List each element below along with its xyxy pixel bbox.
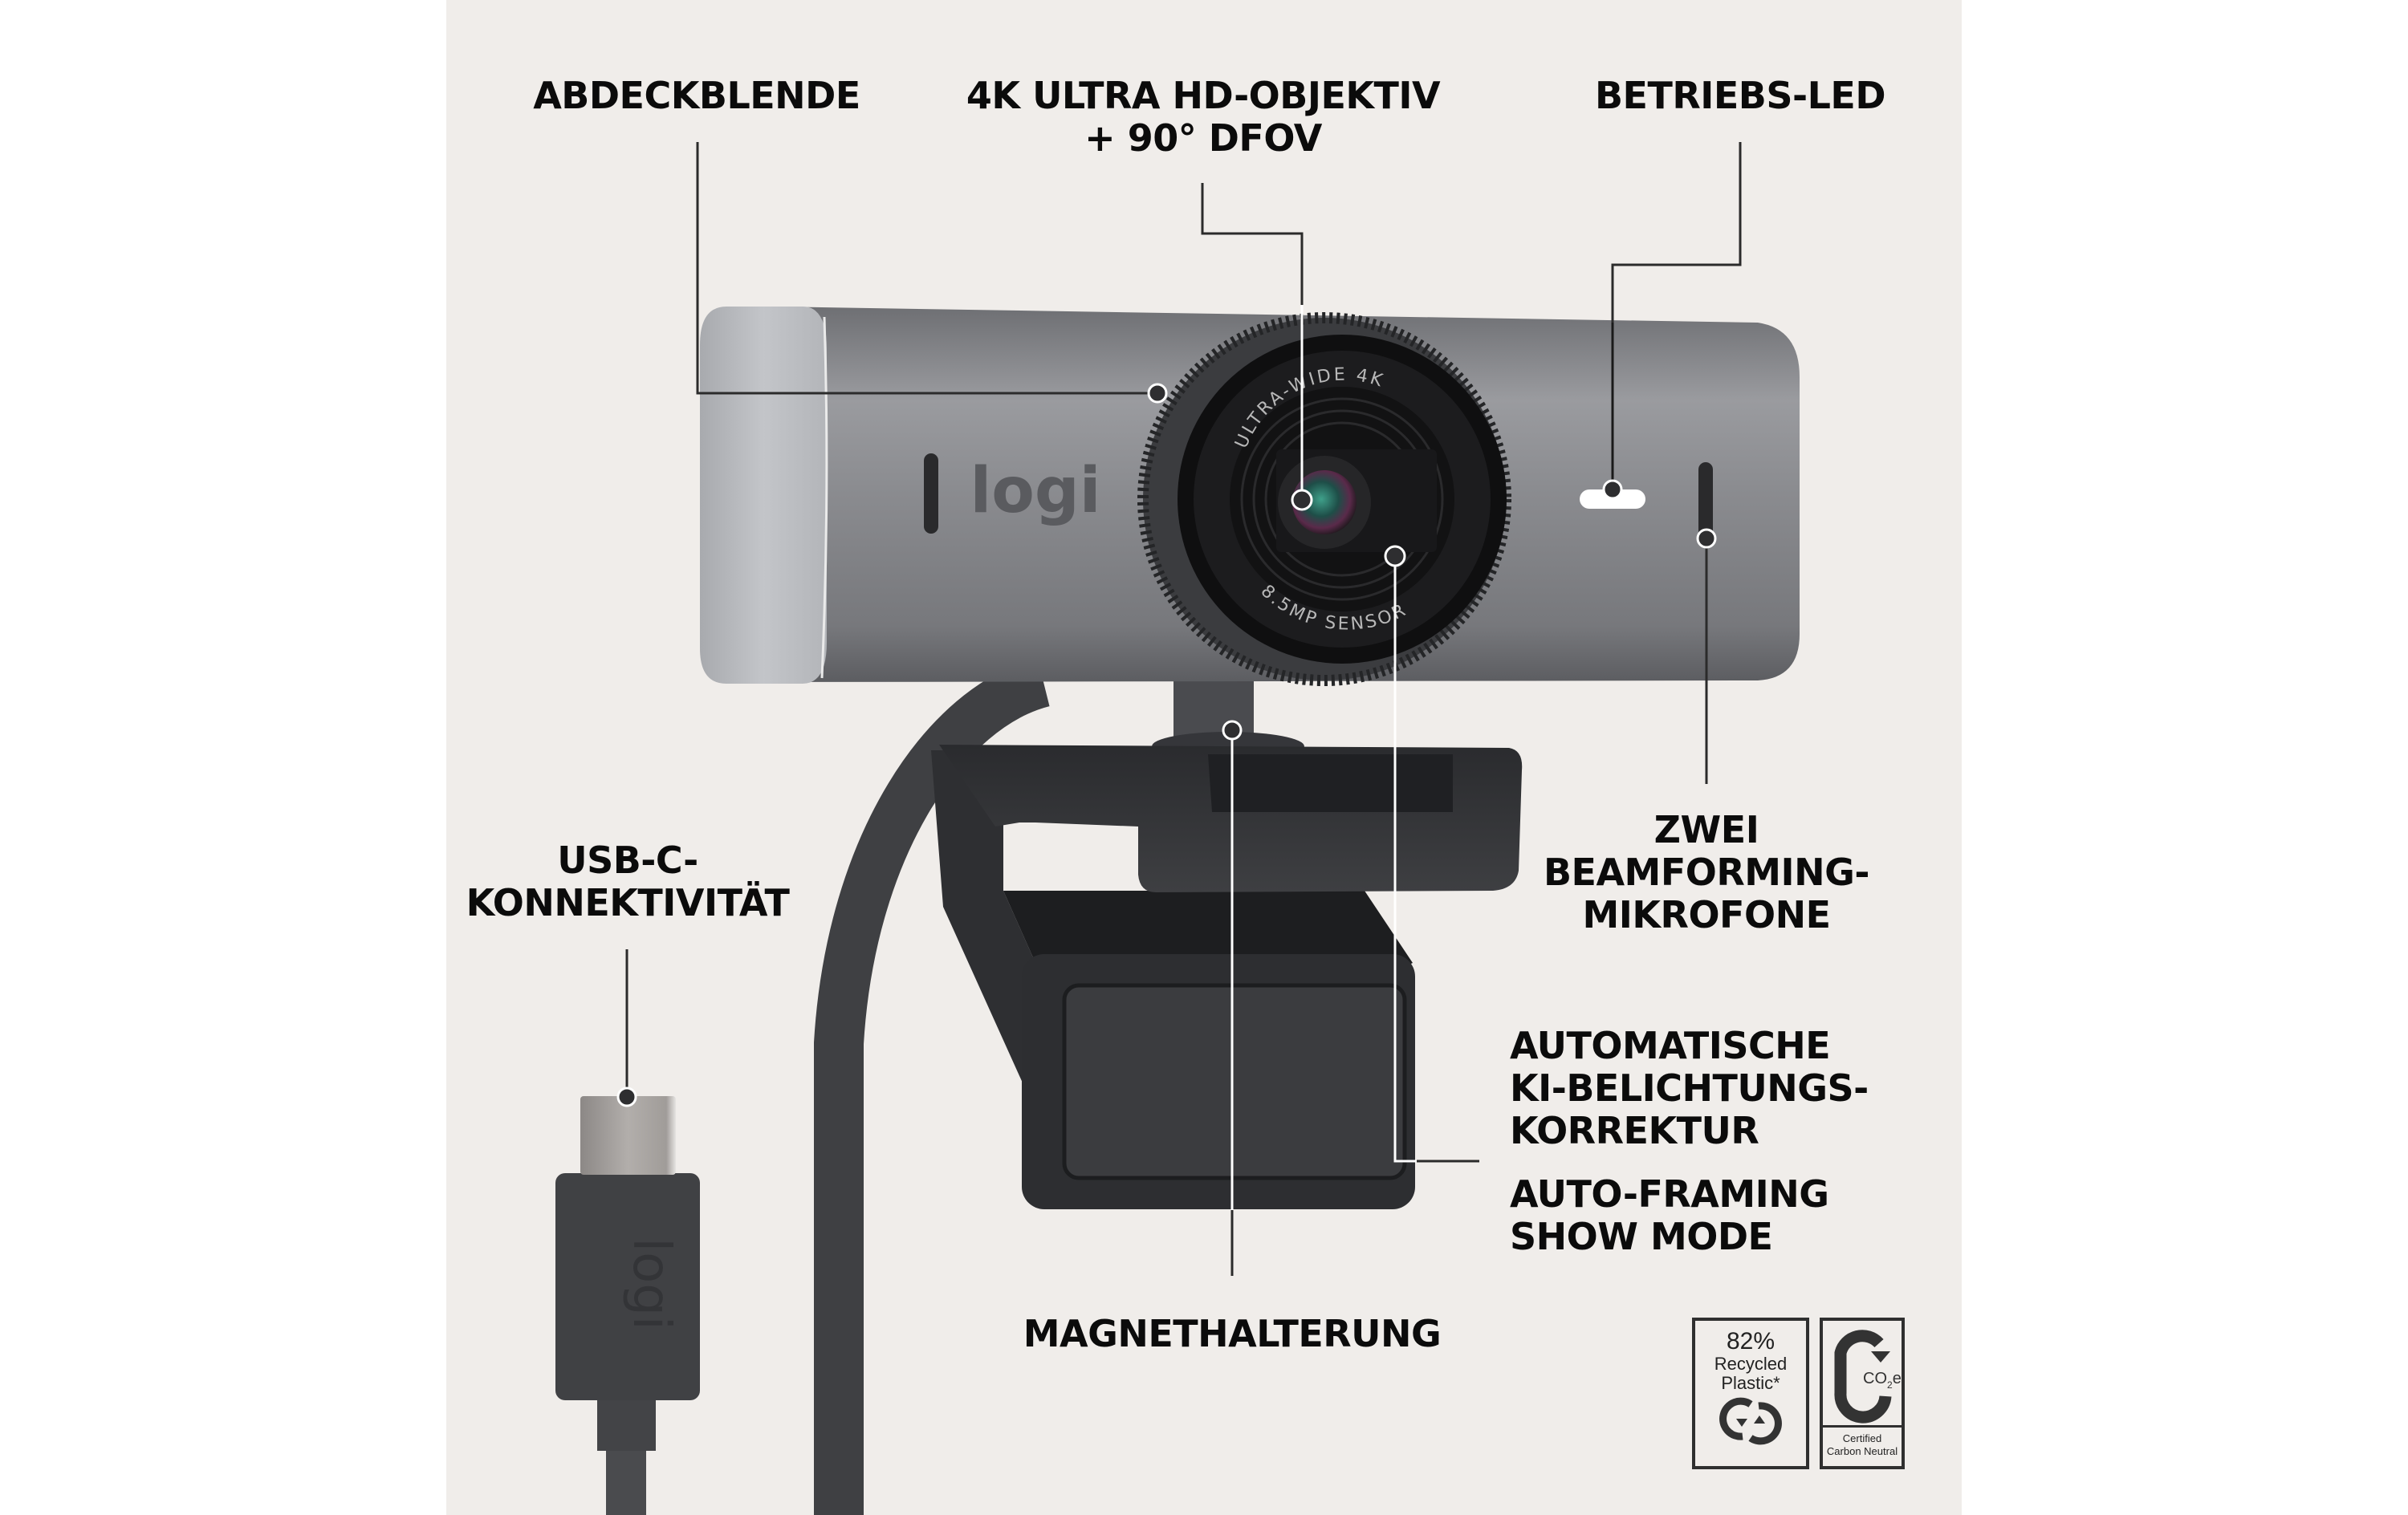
usb-cable bbox=[606, 1448, 646, 1515]
label-usb-c: USB-C- KONNEKTIVITÄT bbox=[466, 839, 790, 924]
recycled-line1: Recycled bbox=[1714, 1354, 1788, 1374]
label-privacy-shutter: ABDECKBLENDE bbox=[533, 74, 860, 117]
carbon-line2: Carbon Neutral bbox=[1826, 1445, 1898, 1457]
label-power-led: BETRIEBS-LED bbox=[1594, 74, 1886, 117]
usb-c-housing bbox=[555, 1173, 700, 1400]
cable bbox=[814, 657, 1051, 1515]
usb-logi-logo: logi bbox=[621, 1237, 681, 1330]
label-magnet-mount: MAGNETHALTERUNG bbox=[1023, 1312, 1442, 1355]
carbon-cycle-icon: CO2e bbox=[1834, 1330, 1902, 1424]
label-auto-framing: AUTO-FRAMING SHOW MODE bbox=[1510, 1172, 1829, 1258]
logi-logo: logi bbox=[970, 455, 1101, 527]
privacy-shutter bbox=[700, 307, 827, 684]
label-microphones: ZWEI BEAMFORMING- MIKROFONE bbox=[1543, 808, 1870, 936]
recycle-arrows-icon bbox=[1719, 1397, 1782, 1445]
recycled-line2: Plastic* bbox=[1721, 1373, 1780, 1393]
usb-c-tip bbox=[580, 1096, 676, 1175]
right-mic-slot bbox=[1698, 462, 1713, 541]
carbon-caption: Certified Carbon Neutral bbox=[1823, 1425, 1902, 1458]
lens-glass bbox=[1292, 470, 1357, 534]
label-exposure: AUTOMATISCHE KI-BELICHTUNGS- KORREKTUR bbox=[1510, 1024, 1869, 1152]
recycled-percent: 82% bbox=[1726, 1328, 1775, 1355]
leader-dots bbox=[616, 383, 1717, 1107]
leader-lines bbox=[625, 142, 1742, 1276]
svg-text:CO2e: CO2e bbox=[1863, 1370, 1902, 1391]
label-lens: 4K ULTRA HD-OBJEKTIV + 90° DFOV bbox=[966, 74, 1441, 160]
badge-carbon-neutral: CO2e Certified Carbon Neutral bbox=[1820, 1318, 1905, 1469]
badge-recycled-plastic: 82% Recycled Plastic* bbox=[1692, 1318, 1809, 1469]
left-mic-slot bbox=[924, 453, 938, 534]
carbon-line1: Certified bbox=[1842, 1432, 1882, 1444]
